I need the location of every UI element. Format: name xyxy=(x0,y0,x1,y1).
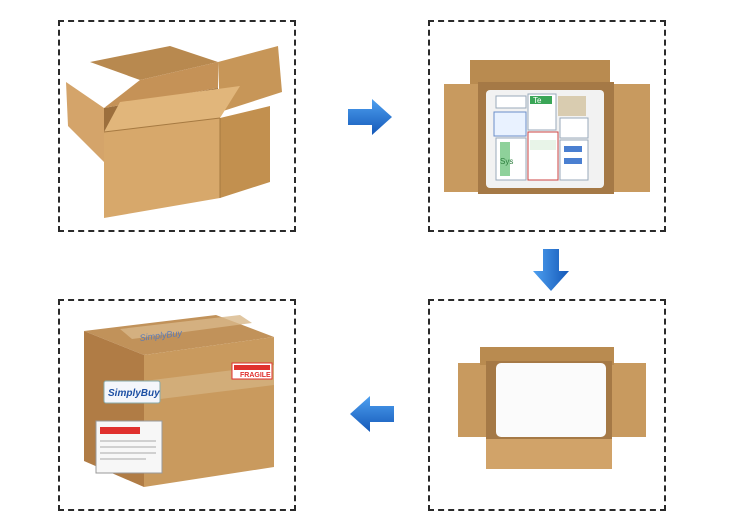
arrow-right-icon xyxy=(346,98,394,136)
box-with-foam-image xyxy=(458,347,646,469)
fragile-label: FRAGILE xyxy=(240,372,271,379)
empty-box-image xyxy=(66,46,282,218)
step-empty-box-panel xyxy=(58,20,296,232)
foam-insert xyxy=(496,363,606,437)
product-label-te: Te xyxy=(533,96,542,105)
arrow-left-icon xyxy=(348,395,396,433)
box-with-products-image: Te Sys xyxy=(444,60,650,194)
step-box-with-products-panel: Te Sys xyxy=(428,20,666,232)
brand-label: SimplyBuy xyxy=(108,388,160,399)
step-sealed-box-panel: FRAGILE SimplyBuy SimplyBuy xyxy=(58,299,296,511)
product-label-sys: Sys xyxy=(500,157,513,166)
arrow-down-icon xyxy=(532,247,570,293)
sealed-box-image: FRAGILE SimplyBuy SimplyBuy xyxy=(84,315,274,487)
fragile-label-band xyxy=(234,365,270,370)
step-box-with-foam-panel xyxy=(428,299,666,511)
